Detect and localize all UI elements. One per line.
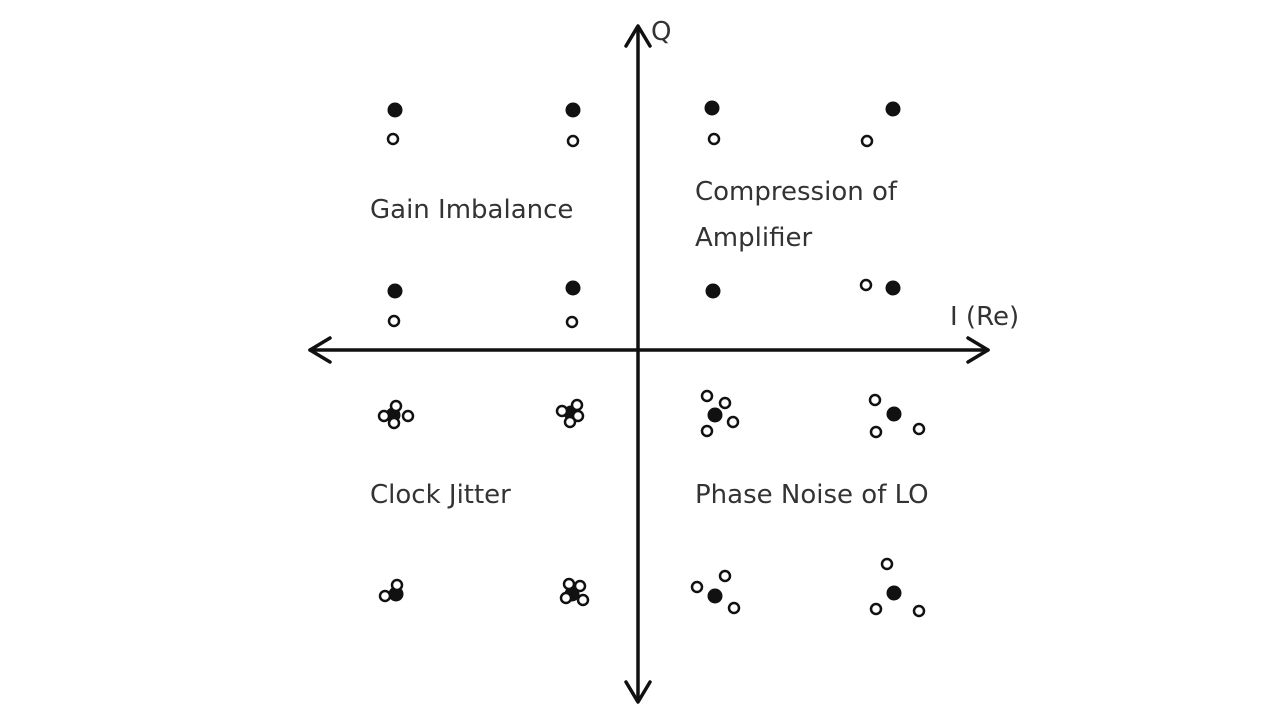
distorted-point: [690, 580, 704, 594]
distorted-point: [390, 578, 404, 592]
distorted-point: [387, 314, 401, 328]
ideal-point: [387, 102, 403, 118]
q-axis-arrow-down: [624, 680, 652, 704]
label-phase-noise-of-lo: Phase Noise of LO: [695, 480, 929, 510]
ideal-point: [704, 100, 720, 116]
distorted-point: [563, 415, 577, 429]
i-axis-label: I (Re): [950, 302, 1019, 332]
axes: [308, 24, 990, 704]
distorted-point: [718, 396, 732, 410]
distorted-point: [700, 389, 714, 403]
distorted-point: [387, 416, 401, 430]
distorted-point: [559, 591, 573, 605]
label-gain-imbalance: Gain Imbalance: [370, 195, 573, 225]
points-phase-noise-of-lo: [690, 389, 926, 618]
distorted-point: [576, 593, 590, 607]
points-gain-imbalance: [386, 102, 581, 329]
distorted-point: [555, 404, 569, 418]
i-axis-arrow-right: [966, 336, 990, 364]
i-axis-arrow-left: [308, 336, 332, 364]
points-clock-jitter: [377, 398, 590, 607]
distorted-point: [573, 579, 587, 593]
ideal-point: [886, 585, 902, 601]
distorted-point: [378, 589, 392, 603]
ideal-point: [707, 407, 723, 423]
distorted-point: [707, 132, 721, 146]
distorted-point: [565, 315, 579, 329]
distorted-point: [880, 557, 894, 571]
distorted-point: [912, 422, 926, 436]
distorted-point: [860, 134, 874, 148]
distorted-point: [566, 134, 580, 148]
distorted-point: [401, 409, 415, 423]
ideal-point: [565, 102, 581, 118]
distorted-point: [859, 278, 873, 292]
distorted-point: [700, 424, 714, 438]
distorted-point: [869, 425, 883, 439]
distorted-point: [571, 409, 585, 423]
distorted-point: [718, 569, 732, 583]
distorted-point: [868, 393, 882, 407]
ideal-point: [387, 283, 403, 299]
ideal-point: [885, 101, 901, 117]
label-compression-line-2: Amplifier: [695, 223, 812, 253]
distorted-point: [389, 399, 403, 413]
ideal-point: [886, 406, 902, 422]
q-axis-label: Q: [651, 17, 671, 47]
ideal-point: [705, 283, 721, 299]
ideal-point: [565, 280, 581, 296]
distorted-point: [912, 604, 926, 618]
ideal-point: [885, 280, 901, 296]
distorted-point: [570, 398, 584, 412]
q-axis-arrow-up: [624, 24, 652, 48]
distorted-point: [727, 601, 741, 615]
points-compression-of-amplifier: [704, 100, 901, 299]
distorted-point: [726, 415, 740, 429]
distorted-point: [386, 132, 400, 146]
label-clock-jitter: Clock Jitter: [370, 480, 511, 510]
distorted-point: [562, 577, 576, 591]
ideal-point: [707, 588, 723, 604]
distorted-point: [377, 409, 391, 423]
distorted-point: [869, 602, 883, 616]
label-compression-line-1: Compression of: [695, 177, 898, 207]
